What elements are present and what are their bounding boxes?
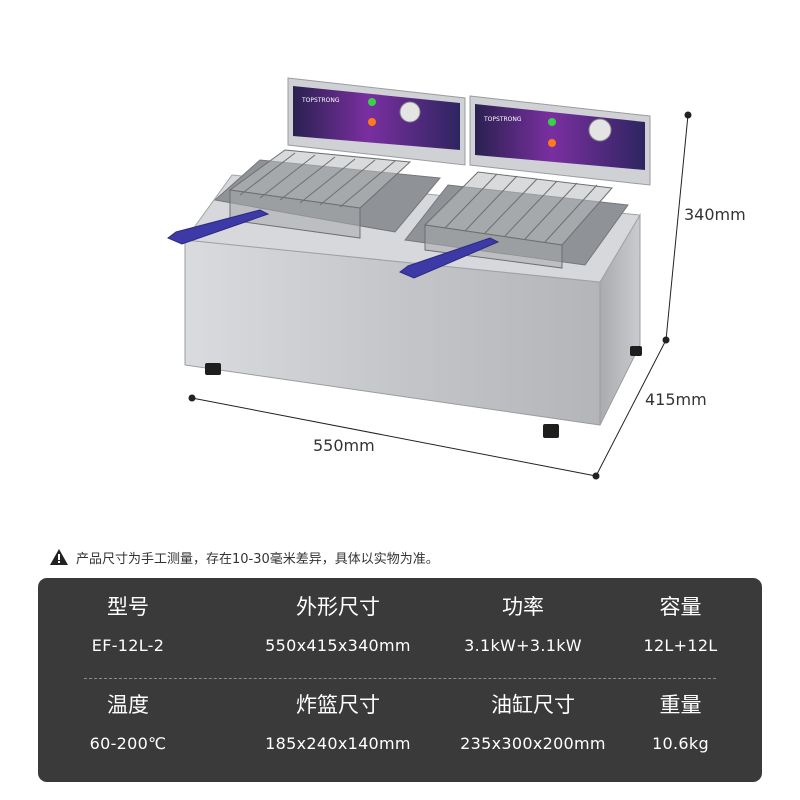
spec-value: 10.6kg — [652, 734, 709, 753]
spec-label: 型号 — [107, 595, 149, 619]
dimension-width-line — [188, 394, 597, 477]
spec-label: 容量 — [659, 595, 702, 619]
svg-text:TOPSTRONG: TOPSTRONG — [483, 116, 522, 123]
spec-value: 3.1kW+3.1kW — [464, 636, 582, 655]
spec-value: 60-200℃ — [89, 734, 167, 753]
warning-icon — [50, 549, 68, 565]
foot-front-right — [543, 424, 559, 438]
spec-label: 炸篮尺寸 — [296, 693, 380, 717]
right-fry-basket — [423, 171, 614, 269]
right-power-light — [548, 118, 556, 126]
spec-label: 功率 — [502, 595, 544, 619]
spec-value: 235x300x200mm — [460, 734, 606, 753]
spec-divider — [84, 678, 716, 679]
spec-value: 12L+12L — [643, 636, 718, 655]
dimension-height-line — [662, 111, 692, 344]
product-illustration: TOPSTRONG TOPSTRONG — [167, 77, 746, 480]
right-basket-handle — [399, 237, 500, 279]
spec-value: 550x415x340mm — [265, 636, 411, 655]
spec-dimensions: 外形尺寸 550x415x340mm — [238, 584, 438, 658]
depth-dimension-label: 415mm — [645, 390, 707, 409]
spec-capacity: 容量 12L+12L — [613, 584, 748, 658]
left-fry-basket — [228, 149, 412, 239]
spec-temperature: 温度 60-200℃ — [58, 682, 198, 756]
spec-row: 温度 60-200℃ 炸篮尺寸 185x240x140mm 油缸尺寸 235x3… — [38, 682, 762, 778]
spec-weight: 重量 10.6kg — [613, 682, 748, 756]
measurement-note-text: 产品尺寸为手工测量，存在10-30毫米差异，具体以实物为准。 — [76, 551, 439, 567]
spec-power: 功率 3.1kW+3.1kW — [433, 584, 613, 658]
left-basket-handle — [167, 209, 270, 245]
spec-label: 外形尺寸 — [296, 595, 380, 619]
dimension-depth-line — [592, 339, 667, 480]
spec-label: 重量 — [659, 693, 702, 717]
left-power-light — [368, 98, 376, 106]
spec-table: 型号 EF-12L-2 外形尺寸 550x415x340mm 功率 3.1kW+… — [38, 578, 762, 782]
width-dimension-label: 550mm — [313, 436, 375, 455]
spec-value: 185x240x140mm — [265, 734, 411, 753]
left-temperature-knob — [399, 101, 421, 123]
left-control-panel — [293, 86, 460, 150]
spec-value: EF-12L-2 — [91, 636, 165, 655]
spec-tank-size: 油缸尺寸 235x300x200mm — [433, 682, 633, 756]
spec-label: 油缸尺寸 — [491, 693, 575, 717]
spec-basket-size: 炸篮尺寸 185x240x140mm — [238, 682, 438, 756]
foot-back-right — [630, 346, 642, 356]
measurement-note: 产品尺寸为手工测量，存在10-30毫米差异，具体以实物为准。 — [50, 545, 439, 569]
right-heat-light — [548, 139, 556, 147]
height-dimension-label: 340mm — [684, 205, 746, 224]
spec-model: 型号 EF-12L-2 — [58, 584, 198, 658]
foot-front-left — [205, 363, 221, 375]
svg-text:TOPSTRONG: TOPSTRONG — [301, 97, 340, 104]
left-heat-light — [368, 118, 376, 126]
right-temperature-knob — [588, 118, 612, 142]
spec-label: 温度 — [107, 693, 149, 717]
spec-row: 型号 EF-12L-2 外形尺寸 550x415x340mm 功率 3.1kW+… — [38, 584, 762, 680]
